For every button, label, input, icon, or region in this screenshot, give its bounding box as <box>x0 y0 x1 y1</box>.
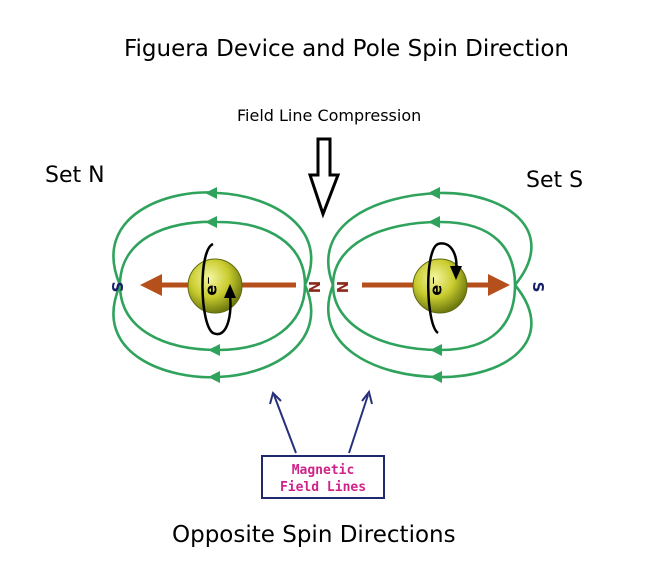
left-field-arrows <box>205 187 220 383</box>
spin-arrow-icon <box>427 242 458 335</box>
field-lines-label-line2: Field Lines <box>279 480 367 495</box>
pole-label-right-outer: S <box>529 282 547 293</box>
field-lines-label-line1: Magnetic <box>291 463 355 478</box>
left-electron-label: e⁻ <box>202 276 221 295</box>
right-field-arrows <box>428 187 442 383</box>
set-n-label: Set N <box>45 163 105 188</box>
right-electron: e⁻ <box>412 242 468 335</box>
set-s-label: Set S <box>526 168 584 193</box>
left-electron: e⁻ <box>187 242 243 336</box>
pole-label-left-outer: S <box>108 282 126 293</box>
pointer-arrows <box>269 389 373 454</box>
caption: Opposite Spin Directions <box>172 522 456 548</box>
down-arrow-outline-icon <box>307 137 341 219</box>
spin-arrow-icon <box>201 242 232 336</box>
electron-sphere-icon <box>187 258 243 314</box>
field-lines-label-box: Magnetic Field Lines <box>261 455 385 499</box>
diagram-title: Figuera Device and Pole Spin Direction <box>123 36 570 62</box>
pole-label-right-inner: N <box>333 281 351 294</box>
compression-label: Field Line Compression <box>237 106 422 125</box>
pole-label-left-inner: N <box>305 281 323 294</box>
right-electron-label: e⁻ <box>427 276 446 295</box>
